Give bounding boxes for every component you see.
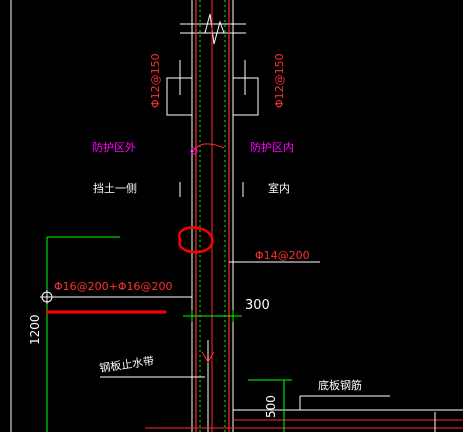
rebar-label-top-right: Φ12@150: [273, 53, 286, 108]
zone-outer-label: 防护区外: [92, 140, 136, 154]
bottom-rebar-label: 底板钢筋: [318, 378, 362, 392]
dim-text-300: 300: [245, 298, 270, 313]
highlight-circle: [177, 226, 214, 254]
waterstop-label: 钢板止水带: [98, 353, 154, 375]
tie-hook-end: [190, 147, 198, 155]
tie-hook: [192, 143, 225, 153]
indoor-side-label: 室内: [268, 181, 290, 195]
waterstop-notch: [201, 351, 215, 363]
dim-text-1200: 1200: [28, 314, 42, 345]
break-zigzag: [204, 13, 225, 45]
rebar-label-top-left: Φ12@150: [149, 53, 162, 108]
rebar-label-right: Φ14@200: [255, 249, 310, 262]
dim-text-500: 500: [264, 395, 278, 418]
zone-inner-label: 防护区内: [250, 140, 294, 154]
rebar-label-left: Φ16@200+Φ16@200: [54, 280, 173, 293]
soil-side-label: 挡土一侧: [93, 181, 137, 195]
